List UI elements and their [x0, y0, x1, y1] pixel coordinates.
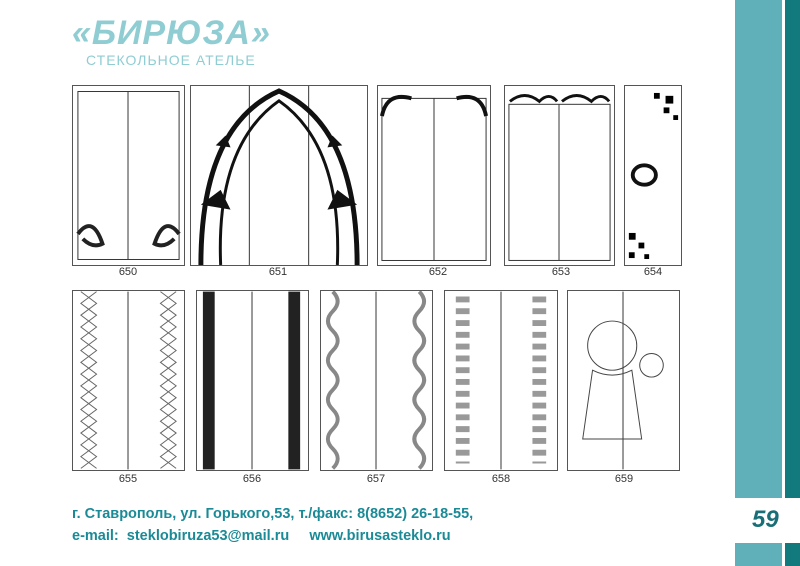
footer-contacts: e-mail: steklobiruza53@mail.ru www.birus…	[72, 528, 451, 544]
side-band-dark	[785, 0, 800, 566]
item-code: 650	[118, 266, 138, 278]
item-code: 658	[491, 473, 511, 485]
door-659	[567, 290, 680, 471]
door-658	[444, 290, 558, 471]
door-655	[72, 290, 185, 471]
brand-logo: «БИРЮЗА»	[72, 14, 271, 52]
door-650	[72, 85, 185, 266]
item-code: 651	[268, 266, 288, 278]
item-code: 654	[643, 266, 663, 278]
door-656	[196, 290, 309, 471]
item-code: 659	[614, 473, 634, 485]
footer-address: г. Ставрополь, ул. Горького,53, т./факс:…	[72, 506, 474, 522]
door-654	[624, 85, 682, 266]
item-code: 652	[428, 266, 448, 278]
door-653	[504, 85, 615, 266]
brand-subtitle: СТЕКОЛЬНОЕ АТЕЛЬЕ	[86, 52, 256, 68]
page-number: 59	[752, 506, 779, 533]
item-code: 655	[118, 473, 138, 485]
item-code: 657	[366, 473, 386, 485]
item-code: 653	[551, 266, 571, 278]
door-657	[320, 290, 433, 471]
page-number-box	[730, 498, 800, 543]
side-band-light	[735, 0, 782, 566]
item-code: 656	[242, 473, 262, 485]
door-652	[377, 85, 491, 266]
door-651	[190, 85, 368, 266]
